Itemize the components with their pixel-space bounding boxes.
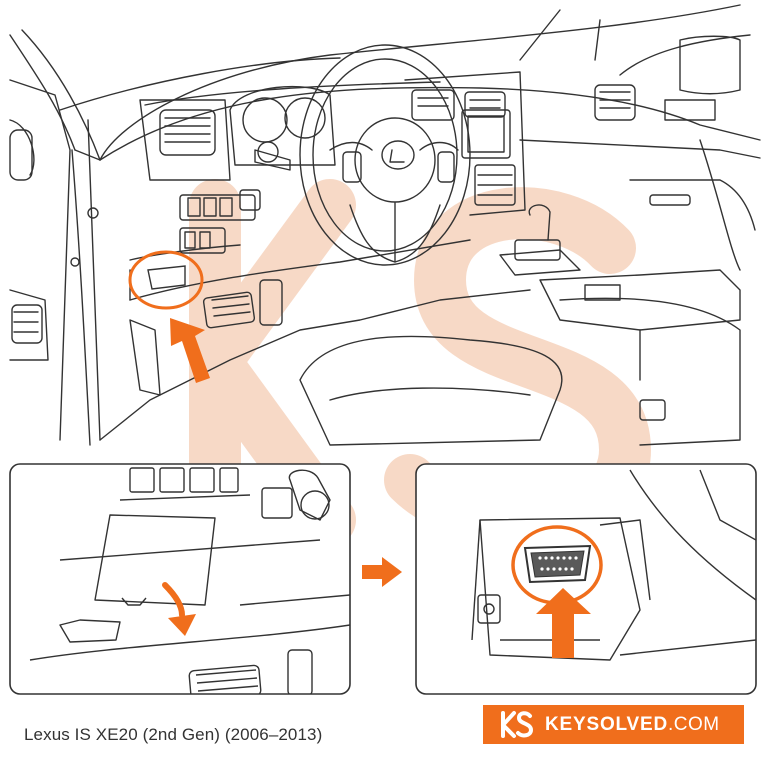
inset-step-1-panel (9, 463, 351, 695)
arrow-right-icon (362, 557, 402, 587)
obd-location-highlight (128, 250, 204, 310)
vehicle-caption: Lexus IS XE20 (2nd Gen) (2006–2013) (24, 725, 323, 744)
arrow-up-icon (170, 318, 210, 383)
inset-step-2-panel (415, 463, 757, 695)
arrow-down-icon (162, 582, 196, 636)
brand-tld: .COM (667, 713, 720, 735)
arrow-up-icon (536, 588, 591, 658)
car-interior-illustration (9, 4, 761, 446)
keysolved-logo-icon (501, 711, 533, 738)
brand-name: KEYSOLVED (545, 713, 668, 735)
brand-badge: KEYSOLVED .COM (483, 705, 744, 744)
